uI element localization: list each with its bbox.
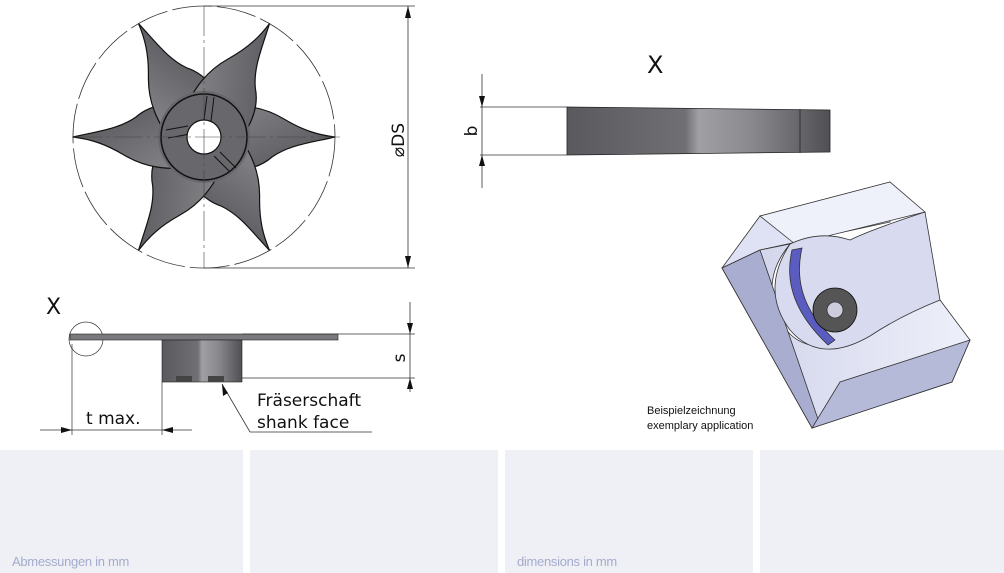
- shank-label-en: shank face: [257, 413, 349, 433]
- example-illustration: Beispielzeichnung exemplary application: [647, 181, 971, 432]
- b-label: b: [462, 126, 482, 137]
- ds-label: DS: [389, 123, 409, 147]
- diameter-symbol: ⌀: [389, 147, 409, 157]
- info-panel-3: dimensions in mm: [505, 450, 753, 573]
- s-label: s: [390, 353, 410, 362]
- detail-x-view: X b: [462, 51, 831, 188]
- cutter-side-view: X s t max. Fräserschaft shank face: [40, 295, 415, 435]
- shank-label-de: Fräserschaft: [257, 391, 361, 411]
- t-max-label: t max.: [86, 409, 141, 429]
- technical-drawing: ⌀DS X s t max. Fräserschaft shank face X…: [40, 5, 971, 435]
- example-caption-de: Beispielzeichnung: [647, 405, 736, 417]
- dimensions-label-en: dimensions in mm: [517, 554, 617, 569]
- example-caption-en: exemplary application: [647, 420, 753, 432]
- info-panel-2: [250, 450, 498, 573]
- cutter-front-view: ⌀DS: [72, 5, 415, 269]
- view-marker-x: X: [46, 295, 61, 320]
- dimensions-label-de: Abmessungen in mm: [12, 554, 130, 569]
- svg-text:⌀DS: ⌀DS: [389, 123, 409, 157]
- detail-title-x: X: [647, 51, 663, 79]
- shank-leader-line: [221, 383, 372, 433]
- info-panel-4: [760, 450, 1004, 573]
- info-panel-1: Abmessungen in mm: [0, 450, 243, 573]
